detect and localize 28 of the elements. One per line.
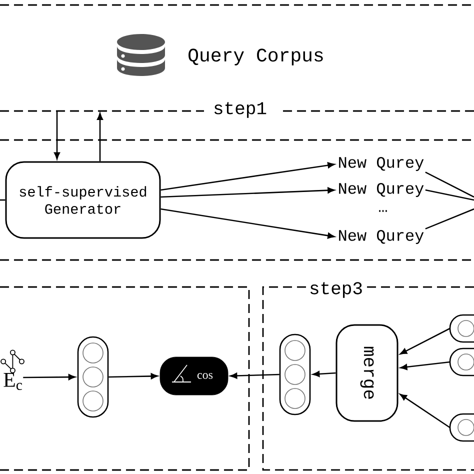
- label-text: Query Corpus: [188, 48, 323, 66]
- query-text: New Qurey: [339, 157, 424, 172]
- arrow: [400, 328, 450, 354]
- arrow: [160, 208, 335, 239]
- process-box: self-supervised Generator: [5, 161, 161, 239]
- dashed-frame: [0, 286, 250, 471]
- arrow: [400, 394, 450, 428]
- arrow: [97, 112, 103, 162]
- query-text: New Qurey: [339, 183, 424, 198]
- arrow: [108, 373, 158, 380]
- arrow: [23, 374, 76, 380]
- arrow: [160, 162, 335, 191]
- process-box: merge: [336, 324, 398, 422]
- connector-line: [0, 199, 6, 201]
- ellipsis-text: …: [379, 210, 387, 212]
- step-heading: step3: [306, 279, 366, 301]
- query-text: New Qurey: [339, 230, 424, 244]
- symbol-text: E$_{c}$: [4, 373, 22, 390]
- section-label: step1: [214, 102, 266, 118]
- cosine-box: cos: [160, 356, 228, 396]
- arrow: [312, 371, 336, 377]
- connector-line: [425, 189, 474, 201]
- connector-line: [425, 172, 474, 198]
- arrow: [160, 187, 335, 198]
- arrow: [400, 361, 450, 370]
- arrow: [54, 111, 60, 160]
- arrow: [230, 372, 280, 379]
- connector-line: [425, 208, 474, 230]
